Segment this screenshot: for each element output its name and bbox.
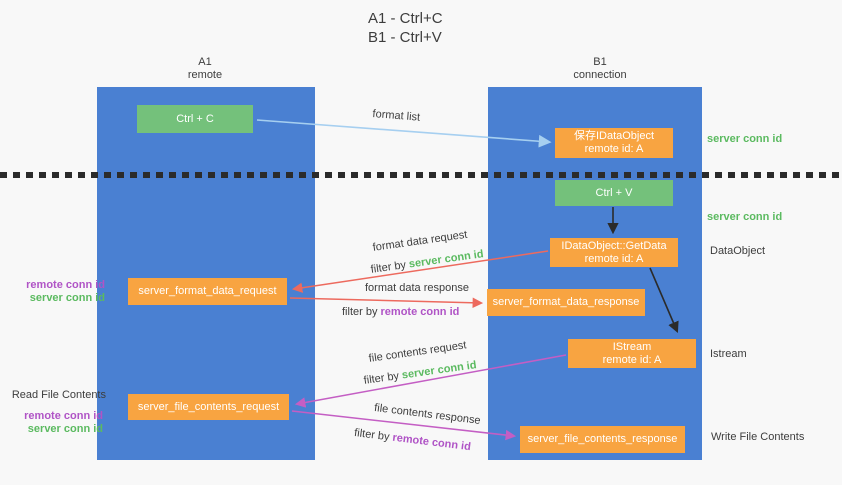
label-filter-remote-conn-id: remote conn id [391, 431, 472, 454]
label-group-format-conn-ids: remote conn id server conn id [0, 279, 105, 305]
label-remote-conn-id-file: remote conn id [24, 410, 103, 422]
node-save-idataobject-line2: remote id: A [584, 143, 644, 155]
node-getdata-line2: remote id: A [584, 252, 644, 265]
node-server-format-data-request: server_format_data_request [128, 278, 287, 305]
label-server-conn-id-mid: server conn id [707, 211, 783, 223]
column-a1-role: remote [187, 69, 223, 81]
label-istream: Istream [710, 348, 747, 360]
label-filter-by-remote-conn-id-1: filter by remote conn id [342, 306, 459, 319]
node-server-format-data-response: server_format_data_response [487, 289, 645, 316]
node-ctrl-v: Ctrl + V [555, 180, 673, 206]
label-server-conn-id-file: server conn id [27, 423, 103, 435]
label-filter-server-conn-id: server conn id [401, 359, 478, 382]
label-remote-conn-id-format: remote conn id [26, 279, 105, 291]
node-server-file-contents-response: server_file_contents_response [520, 426, 685, 453]
node-file-response-label: server_file_contents_response [527, 433, 678, 445]
node-getdata-line1: IDataObject::GetData [561, 239, 667, 252]
label-read-file-contents: Read File Contents [11, 389, 106, 401]
node-server-file-contents-request: server_file_contents_request [128, 394, 289, 420]
label-filter-server-conn-id: server conn id [408, 248, 485, 271]
label-filter-by-prefix: filter by [342, 306, 381, 318]
label-filter-by-prefix: filter by [353, 427, 394, 444]
label-filter-by-prefix: filter by [363, 369, 403, 387]
node-istream-line1: IStream [612, 340, 652, 353]
column-b1-id: B1 [593, 56, 607, 68]
label-filter-by-remote-conn-id-2: filter by remote conn id [353, 427, 472, 454]
node-istream-line2: remote id: A [602, 353, 662, 366]
label-file-contents-response: file contents response [373, 402, 482, 427]
column-a1-id: A1 [198, 56, 212, 68]
title-line1: A1 - Ctrl+C [368, 10, 443, 27]
label-filter-by-prefix: filter by [370, 258, 410, 276]
label-format-list: format list [372, 108, 421, 124]
node-ctrl-c-label: Ctrl + C [176, 112, 214, 125]
arrow-format-data-response [289, 297, 484, 309]
label-group-file-conn-ids: remote conn id server conn id [0, 410, 103, 436]
label-write-file-contents: Write File Contents [711, 431, 805, 443]
label-dataobject: DataObject [710, 245, 766, 257]
node-save-idataobject-line1: 保存IDataObject [573, 130, 655, 142]
label-filter-remote-conn-id: remote conn id [380, 306, 460, 318]
node-format-response-label: server_format_data_response [492, 296, 640, 308]
node-save-idataobject: 保存IDataObject remote id: A [555, 128, 673, 158]
label-format-data-request: format data request [372, 228, 469, 254]
node-ctrl-v-label: Ctrl + V [595, 186, 633, 199]
node-idataobject-getdata: IDataObject::GetData remote id: A [550, 238, 678, 267]
column-header-a1: A1 remote [135, 56, 275, 82]
diagram-title: A1 - Ctrl+C B1 - Ctrl+V [368, 9, 443, 47]
node-istream: IStream remote id: A [568, 339, 696, 368]
node-ctrl-c: Ctrl + C [137, 105, 253, 133]
node-file-request-label: server_file_contents_request [137, 400, 280, 413]
label-server-conn-id-top: server conn id [707, 133, 783, 145]
node-format-request-label: server_format_data_request [138, 285, 277, 297]
label-format-data-response: format data response [365, 282, 469, 294]
label-server-conn-id-format: server conn id [29, 292, 105, 304]
column-b1-role: connection [573, 69, 627, 81]
column-header-b1: B1 connection [530, 56, 670, 82]
title-line2: B1 - Ctrl+V [368, 29, 442, 46]
